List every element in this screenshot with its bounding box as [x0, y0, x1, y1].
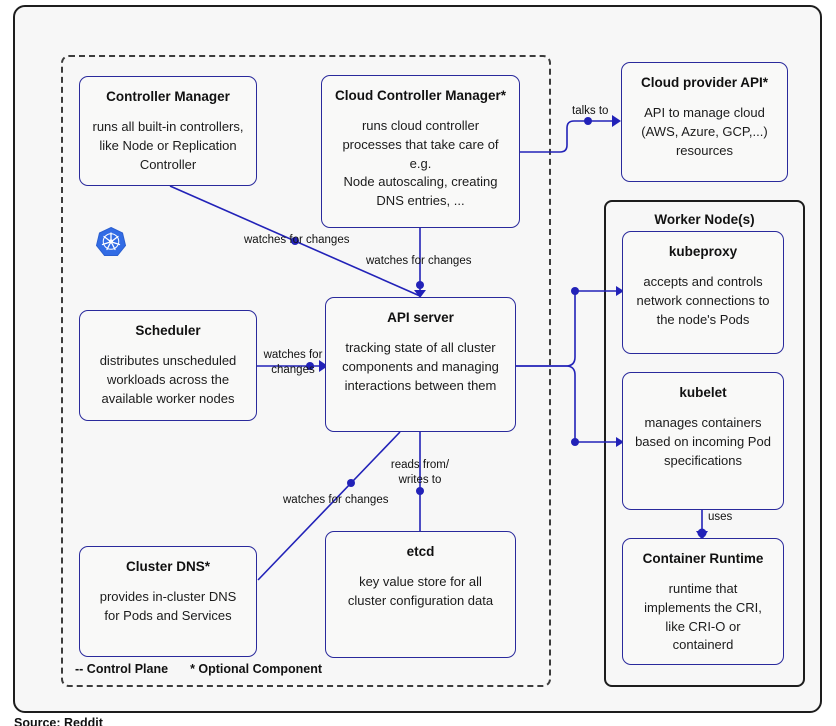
scheduler-title: Scheduler — [135, 323, 201, 338]
cloud-controller-manager-body: runs cloud controller processes that tak… — [342, 117, 499, 209]
legend-optional-component: * Optional Component — [190, 662, 322, 676]
legend: -- Control Plane * Optional Component — [75, 662, 322, 676]
kubeproxy-body: accepts and controls network connections… — [636, 273, 770, 327]
edge-label-talks-to: talks to — [572, 105, 609, 117]
card-etcd[interactable]: etcd key value store for all cluster con… — [325, 531, 516, 658]
source-note: Source: Reddit — [14, 716, 103, 726]
cloud-controller-manager-title: Cloud Controller Manager* — [334, 88, 506, 103]
container-runtime-body: runtime that implements the CRI, like CR… — [644, 580, 762, 653]
card-kubelet[interactable]: kubelet manages containers based on inco… — [622, 372, 784, 510]
card-scheduler[interactable]: Scheduler distributes unscheduled worklo… — [79, 310, 257, 421]
card-controller-manager[interactable]: Controller Manager runs all built-in con… — [79, 76, 257, 186]
edge-label-cloud-controller-to-api-server: watches for changes — [366, 255, 472, 267]
controller-manager-title: Controller Manager — [106, 89, 230, 104]
controller-manager-body: runs all built-in controllers, like Node… — [92, 118, 244, 172]
legend-control-plane: -- Control Plane — [75, 662, 169, 676]
scheduler-body: distributes unscheduled workloads across… — [99, 352, 237, 406]
edge-label-cluster-dns-to-api-server: watches for changes — [283, 494, 389, 506]
edge-label-scheduler-to-api-server: watches for changes — [263, 349, 323, 376]
kubernetes-logo-icon — [95, 226, 127, 256]
worker-node-title: Worker Node(s) — [654, 212, 755, 227]
card-cloud-provider-api[interactable]: Cloud provider API* API to manage cloud … — [621, 62, 788, 182]
cloud-provider-api-body: API to manage cloud (AWS, Azure, GCP,...… — [641, 104, 768, 158]
etcd-title: etcd — [406, 544, 435, 559]
kubeproxy-title: kubeproxy — [668, 244, 738, 259]
card-cluster-dns[interactable]: Cluster DNS* provides in-cluster DNS for… — [79, 546, 257, 657]
cluster-dns-title: Cluster DNS* — [125, 559, 211, 574]
kubelet-title: kubelet — [679, 385, 727, 400]
kubelet-body: manages containers based on incoming Pod… — [635, 414, 771, 468]
container-runtime-title: Container Runtime — [642, 551, 764, 566]
api-server-title: API server — [387, 310, 454, 325]
api-server-body: tracking state of all cluster components… — [342, 339, 499, 393]
etcd-body: key value store for all cluster configur… — [347, 573, 494, 608]
cluster-dns-body: provides in-cluster DNS for Pods and Ser… — [99, 588, 237, 623]
cloud-provider-api-title: Cloud provider API* — [640, 75, 768, 90]
card-kubeproxy[interactable]: kubeproxy accepts and controls network c… — [622, 231, 784, 354]
card-cloud-controller-manager[interactable]: Cloud Controller Manager* runs cloud con… — [321, 75, 520, 228]
card-api-server[interactable]: API server tracking state of all cluster… — [325, 297, 516, 432]
edge-label-etcd-to-api-server: reads from/ writes to — [390, 459, 450, 486]
edge-label-controller-manager-to-api-server: watches for changes — [244, 234, 350, 246]
card-container-runtime[interactable]: Container Runtime runtime that implement… — [622, 538, 784, 665]
edge-label-uses: uses — [708, 511, 733, 523]
